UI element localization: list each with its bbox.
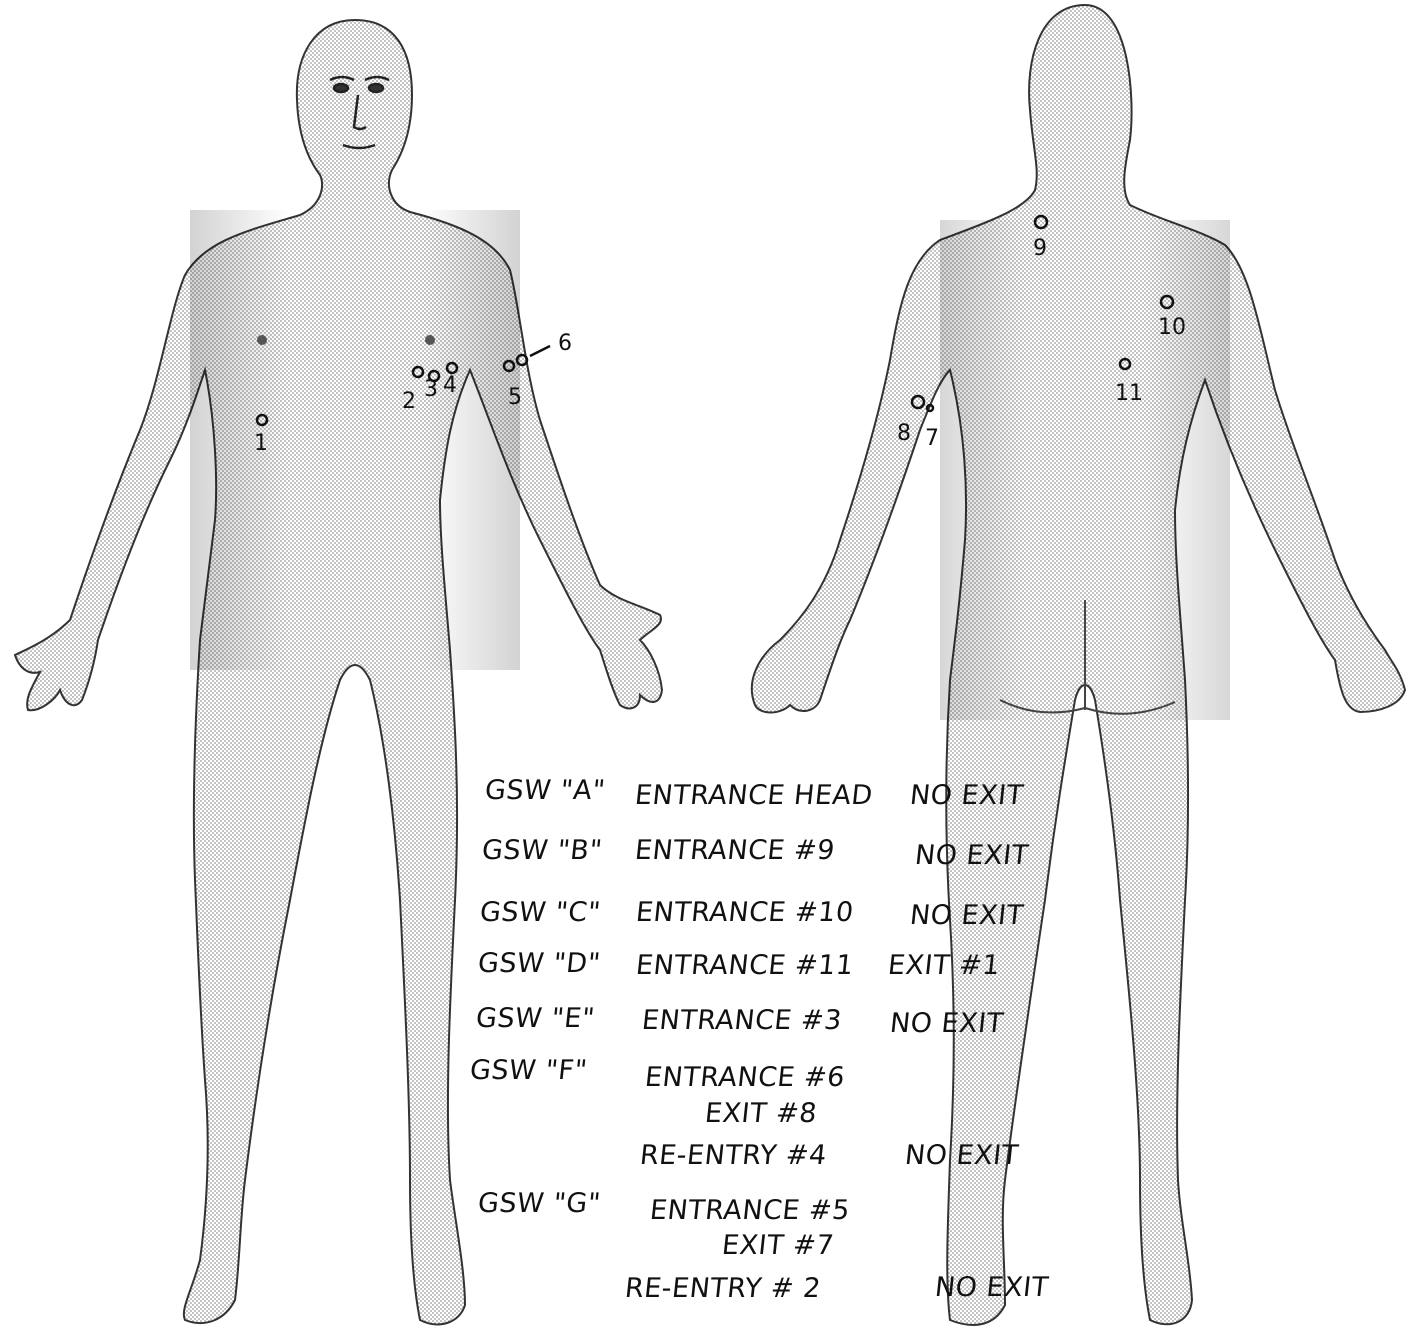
note-gsw-d-detail: ENTRANCE #11: [634, 950, 855, 981]
note-gsw-c-result: NO EXIT: [908, 900, 1025, 931]
note-gsw-b-detail: ENTRANCE #9: [633, 835, 836, 866]
note-gsw-g-label: GSW "G": [476, 1188, 602, 1219]
note-gsw-d-result: EXIT #1: [886, 950, 1001, 981]
note-gsw-c-label: GSW "C": [478, 897, 602, 928]
wound-label: 11: [1115, 381, 1143, 406]
note-gsw-g-exit: EXIT #7: [720, 1230, 835, 1261]
note-gsw-f-label: GSW "F": [468, 1055, 588, 1086]
wound-label: 3: [424, 377, 438, 402]
note-gsw-f-exit: EXIT #8: [703, 1098, 818, 1129]
wound-label: 9: [1033, 236, 1047, 261]
note-gsw-g-detail: ENTRANCE #5: [648, 1195, 851, 1226]
note-gsw-g-result: NO EXIT: [933, 1272, 1050, 1303]
note-gsw-a-result: NO EXIT: [908, 780, 1025, 811]
note-gsw-e-label: GSW "E": [474, 1003, 596, 1034]
note-gsw-b-result: NO EXIT: [913, 840, 1030, 871]
note-gsw-e-detail: ENTRANCE #3: [640, 1005, 843, 1036]
front-figure: [15, 20, 662, 1324]
wound-label: 4: [443, 373, 457, 398]
note-gsw-f-reentry: RE-ENTRY #4: [638, 1140, 828, 1171]
note-gsw-b-label: GSW "B": [480, 835, 603, 866]
wound-label: 8: [897, 421, 911, 446]
note-gsw-e-result: NO EXIT: [888, 1008, 1005, 1039]
note-gsw-c-detail: ENTRANCE #10: [634, 897, 855, 928]
wound-label: 7: [925, 426, 939, 451]
wound-label: 5: [508, 385, 522, 410]
note-gsw-a-label: GSW "A": [483, 775, 606, 806]
note-gsw-d-label: GSW "D": [476, 948, 602, 979]
wound-label: 2: [402, 389, 416, 414]
note-gsw-a-detail: ENTRANCE HEAD: [633, 780, 874, 811]
wound-label: 1: [254, 431, 268, 456]
wound-label: 6: [558, 331, 572, 356]
note-gsw-g-reentry: RE-ENTRY # 2: [623, 1273, 822, 1304]
note-gsw-f-result: NO EXIT: [903, 1140, 1020, 1171]
note-gsw-f-detail: ENTRANCE #6: [643, 1062, 846, 1093]
back-figure: [752, 5, 1405, 1325]
front-body-shading: [190, 210, 520, 670]
wound-label: 10: [1158, 315, 1186, 340]
